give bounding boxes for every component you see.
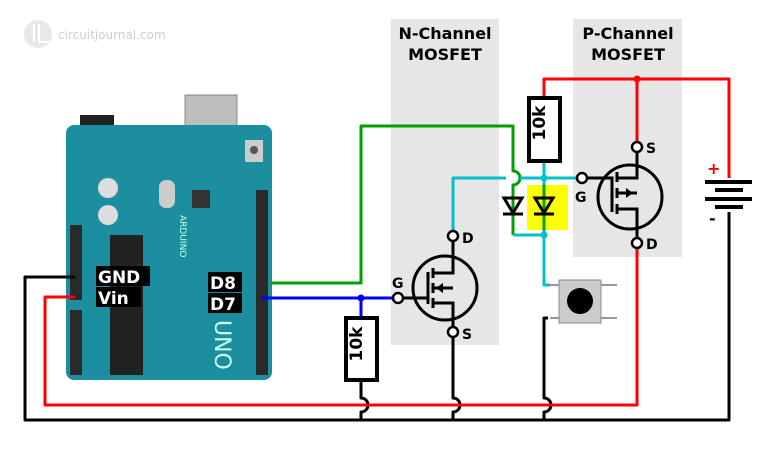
nmos-source-label: S bbox=[462, 327, 472, 343]
nmos-panel bbox=[391, 19, 499, 345]
battery-minus: - bbox=[709, 209, 716, 228]
pmos-source-label: S bbox=[646, 141, 656, 157]
nmos-title-1: N-Channel bbox=[398, 24, 491, 43]
diode-gate bbox=[532, 196, 556, 216]
vin-wire bbox=[43, 249, 639, 407]
pmos-transistor: S D G bbox=[575, 140, 664, 253]
pulldown-label: 10k bbox=[347, 326, 367, 362]
pmos-title-2: MOSFET bbox=[591, 45, 665, 64]
pulldown-ground-wire bbox=[359, 380, 370, 420]
pmos-title-1: P-Channel bbox=[582, 24, 673, 43]
pulldown-resistor: 10k bbox=[344, 316, 379, 382]
d8-label: D8 bbox=[210, 274, 236, 294]
logo: circuitjournal.com bbox=[24, 20, 166, 48]
pin-labels: GND Vin D8 D7 bbox=[96, 266, 242, 315]
logo-text: circuitjournal.com bbox=[58, 28, 166, 42]
ground-wire bbox=[23, 210, 731, 422]
nmos-transistor: D S G bbox=[391, 229, 479, 343]
d8-wire bbox=[270, 124, 522, 285]
arduino-board: ARDUINO UNO bbox=[66, 94, 272, 380]
battery-plus: + bbox=[707, 159, 720, 178]
nmos-gate-label: G bbox=[392, 276, 404, 292]
board-model: UNO bbox=[209, 320, 234, 370]
diode-d8 bbox=[501, 196, 525, 216]
vin-label: Vin bbox=[98, 289, 129, 309]
nmos-drain-label: D bbox=[462, 231, 474, 247]
d7-label: D7 bbox=[210, 295, 236, 315]
push-button[interactable] bbox=[550, 279, 617, 324]
pullup-resistor: 10k bbox=[527, 96, 562, 163]
pmos-drain-label: D bbox=[646, 237, 658, 253]
pmos-panel bbox=[573, 19, 682, 257]
nmos-source-wire bbox=[451, 338, 462, 420]
board-name: ARDUINO bbox=[177, 215, 187, 257]
gate-net-wire bbox=[451, 162, 576, 287]
gnd-label: GND bbox=[98, 268, 140, 288]
battery: + - bbox=[705, 159, 752, 228]
pullup-label: 10k bbox=[530, 105, 550, 141]
pmos-gate-label: G bbox=[575, 190, 587, 206]
nmos-title-2: MOSFET bbox=[408, 45, 482, 64]
